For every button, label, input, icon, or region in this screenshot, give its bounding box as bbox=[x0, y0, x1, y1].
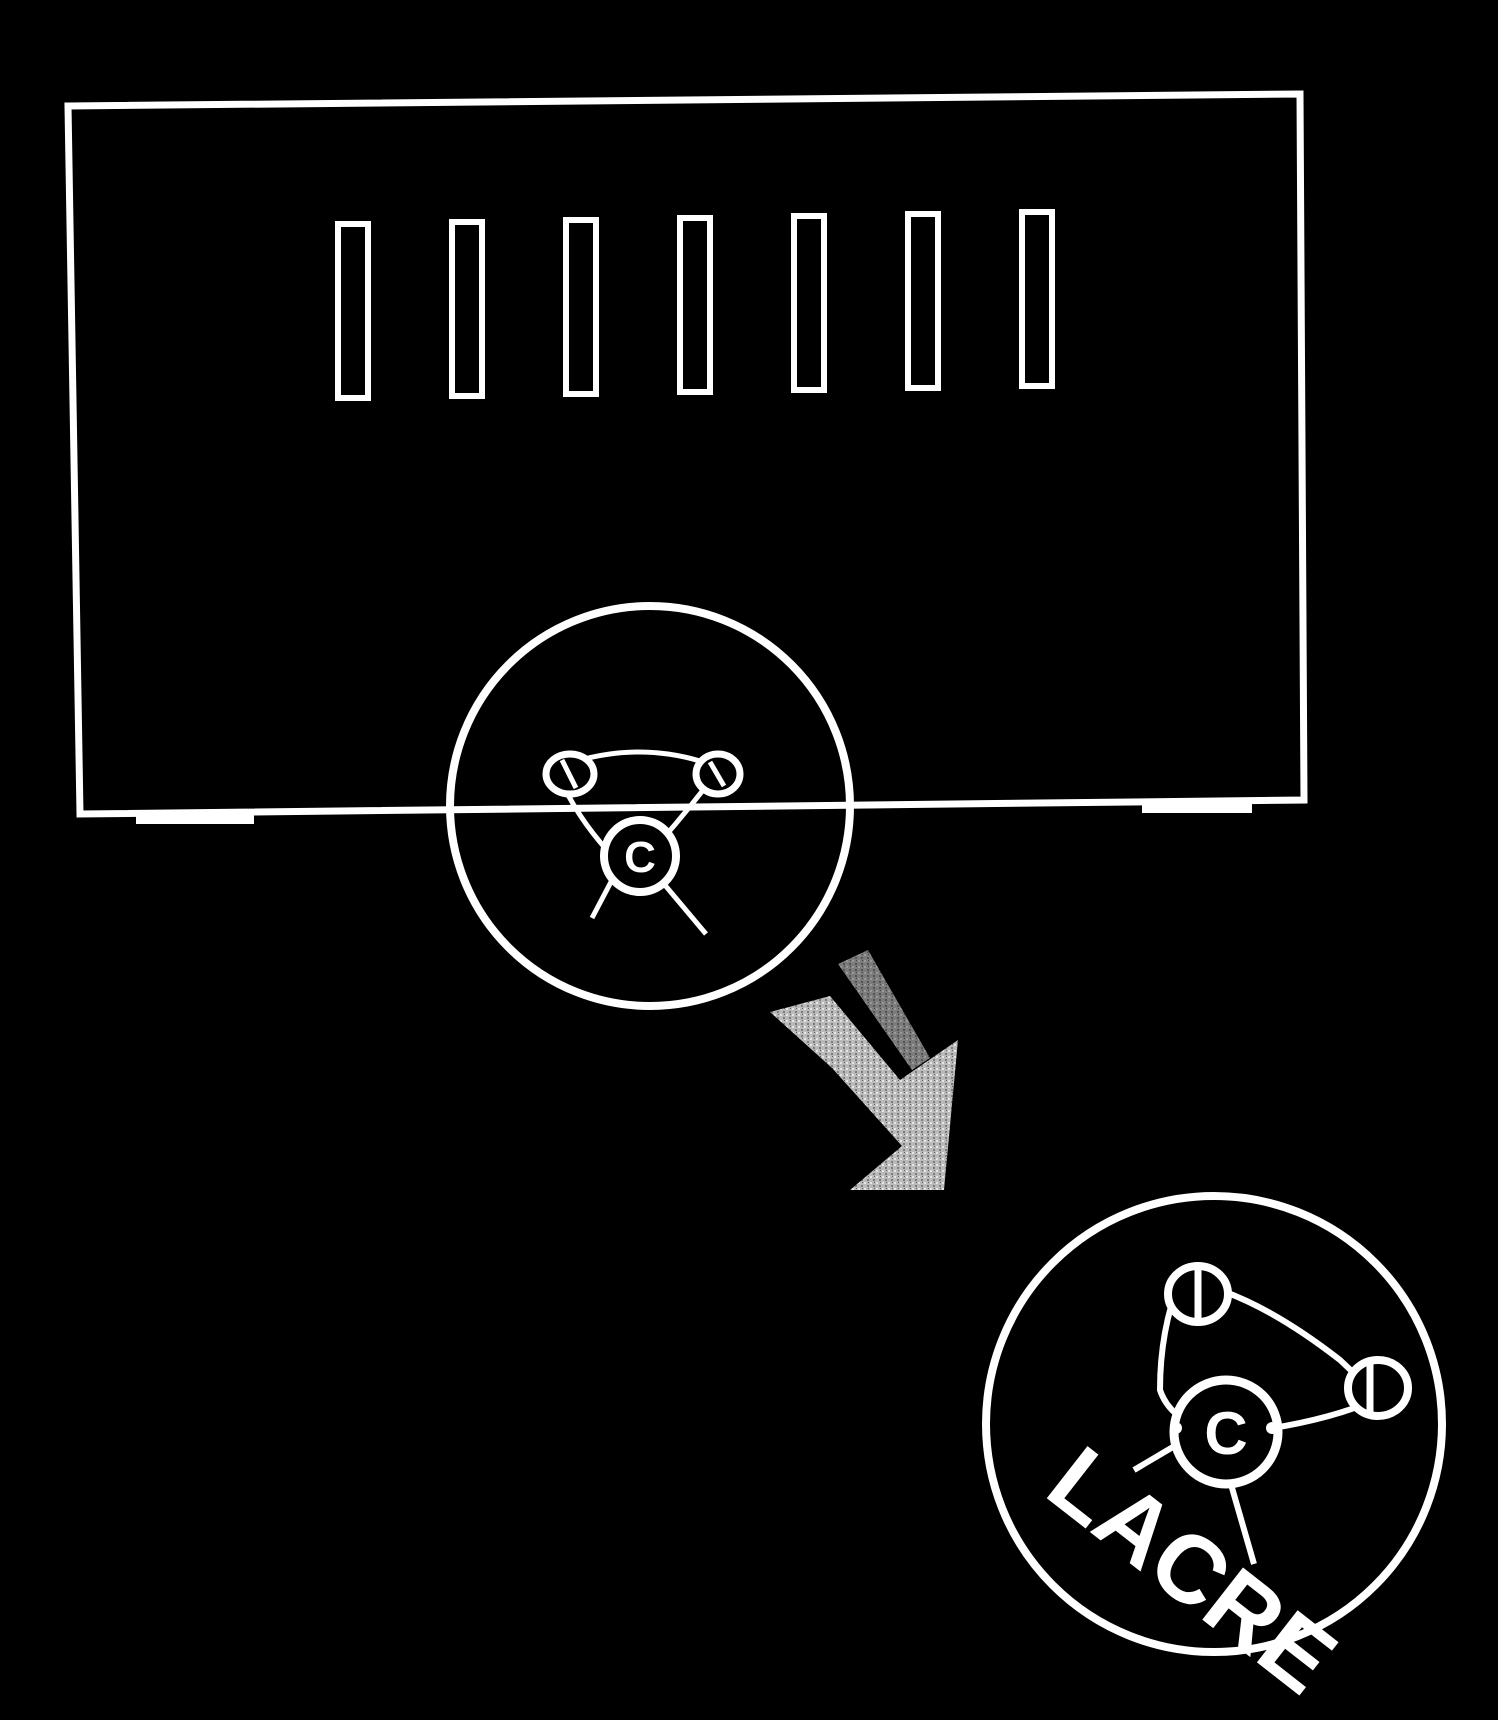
vent-slot bbox=[677, 215, 713, 395]
seal-small: C bbox=[542, 749, 744, 936]
zoom-arrow bbox=[770, 950, 958, 1190]
box-foot-left bbox=[136, 812, 254, 824]
vent-slot bbox=[335, 221, 371, 401]
vent-slot bbox=[791, 213, 827, 393]
vent-slots bbox=[335, 209, 1055, 401]
vent-slot bbox=[905, 211, 941, 391]
vent-slot bbox=[1019, 209, 1055, 389]
vent-slot bbox=[563, 217, 599, 397]
seal-wire-large bbox=[1156, 1276, 1386, 1433]
box-foot-right bbox=[1142, 800, 1252, 813]
seal-letter-small: C bbox=[624, 833, 656, 882]
equipment-box bbox=[64, 90, 1308, 824]
seal-letter-large: C bbox=[1204, 1400, 1247, 1467]
screw-right-large-icon bbox=[1344, 1356, 1412, 1420]
box-outline bbox=[64, 90, 1308, 818]
detail-circle bbox=[982, 1192, 1446, 1656]
seal-large: C bbox=[1132, 1262, 1412, 1565]
seal-disc-small bbox=[600, 816, 680, 896]
magnifier-circle bbox=[446, 602, 854, 1010]
vent-slot bbox=[449, 219, 485, 399]
